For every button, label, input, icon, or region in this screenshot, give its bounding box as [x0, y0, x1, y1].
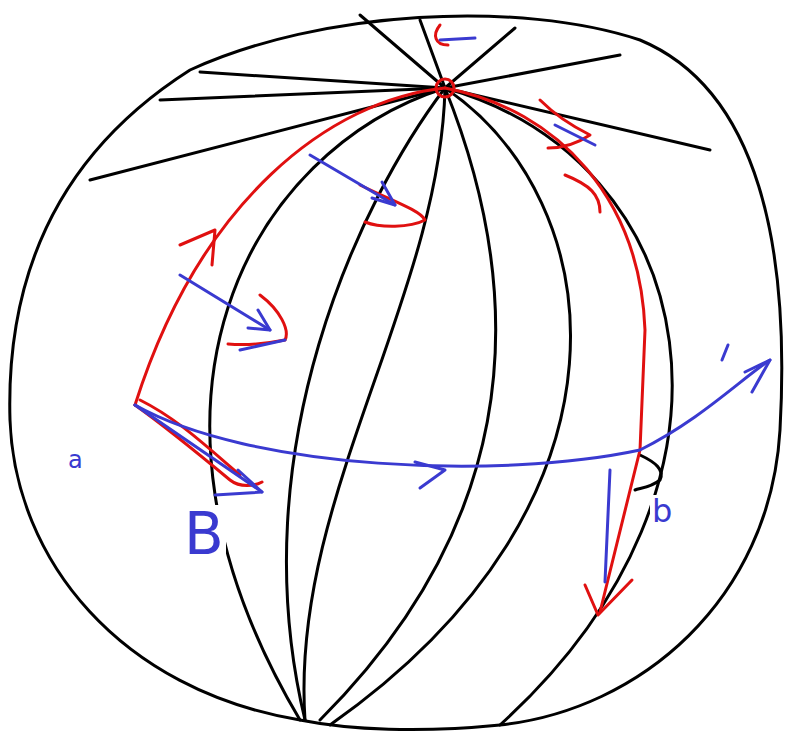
point-label: b	[650, 495, 674, 527]
point-label: B	[182, 505, 226, 563]
point-label: a	[66, 448, 85, 472]
